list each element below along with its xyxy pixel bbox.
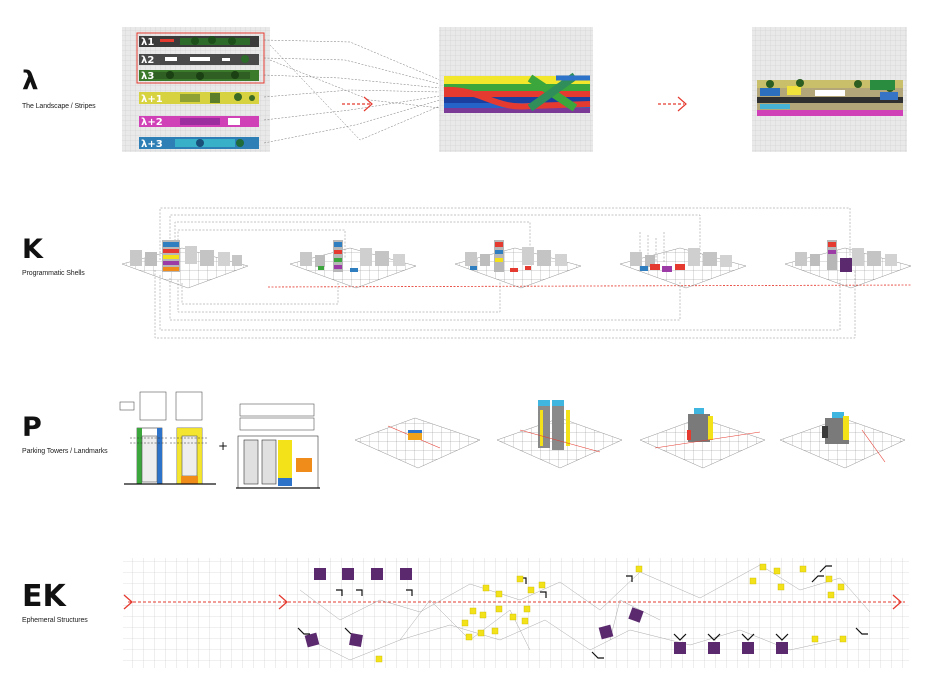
k-model-5 [784, 240, 912, 289]
stripe-label-6: λ+3 [141, 139, 163, 150]
k-red-axis [267, 284, 913, 288]
red-arrow-right [123, 594, 133, 610]
stripe-row-5 [139, 116, 259, 127]
plus-sign: + [218, 439, 228, 453]
p-drawings [119, 391, 320, 489]
section-lambda-caption: The Landscape / Stripes [22, 103, 96, 110]
p-model-4 [779, 412, 906, 469]
section-ek-caption: Ephemeral Structures [22, 617, 88, 624]
ek-yellow-modules [375, 563, 847, 663]
stripe-row-1 [139, 36, 259, 47]
red-arrow-right [892, 594, 902, 610]
stripe-label-1: λ1 [141, 37, 154, 48]
stripe-label-2: λ2 [141, 55, 154, 66]
red-arrow-right [278, 594, 288, 610]
stripe-row-3 [139, 70, 259, 81]
section-ek-symbol: EK [22, 579, 66, 614]
lambda-middle-panel [439, 27, 593, 152]
k-model-4 [619, 247, 747, 289]
p-model-3 [639, 408, 766, 469]
ek-chevrons [297, 565, 868, 659]
section-p-caption: Parking Towers / Landmarks [22, 448, 108, 455]
ek-grid-panel [123, 558, 909, 668]
section-lambda-symbol: λ [22, 66, 39, 96]
red-arrow-right [342, 96, 373, 112]
k-model-2 [289, 240, 417, 289]
stripe-row-6 [139, 137, 259, 149]
lambda-source-panel: λ1 λ2 λ3 λ+1 λ+2 λ+3 [122, 27, 270, 152]
k-model-3 [454, 240, 582, 289]
p-model-1 [354, 417, 481, 469]
p-model-2 [496, 400, 623, 469]
red-arrow-right [658, 96, 687, 112]
stripe-row-4 [139, 92, 259, 104]
stripe-label-4: λ+1 [141, 94, 163, 105]
stripe-row-2 [139, 54, 259, 65]
k-connectors [154, 207, 856, 339]
lambda-connectors [263, 39, 441, 144]
section-p-symbol: P [22, 412, 42, 443]
stripe-label-5: λ+2 [141, 117, 163, 128]
k-model-1 [121, 240, 249, 289]
section-k-caption: Programmatic Shells [22, 270, 85, 277]
section-k-symbol: K [22, 234, 43, 265]
lambda-result-panel [752, 27, 907, 152]
ek-purple-modules [304, 568, 788, 654]
stripe-label-3: λ3 [141, 71, 154, 82]
